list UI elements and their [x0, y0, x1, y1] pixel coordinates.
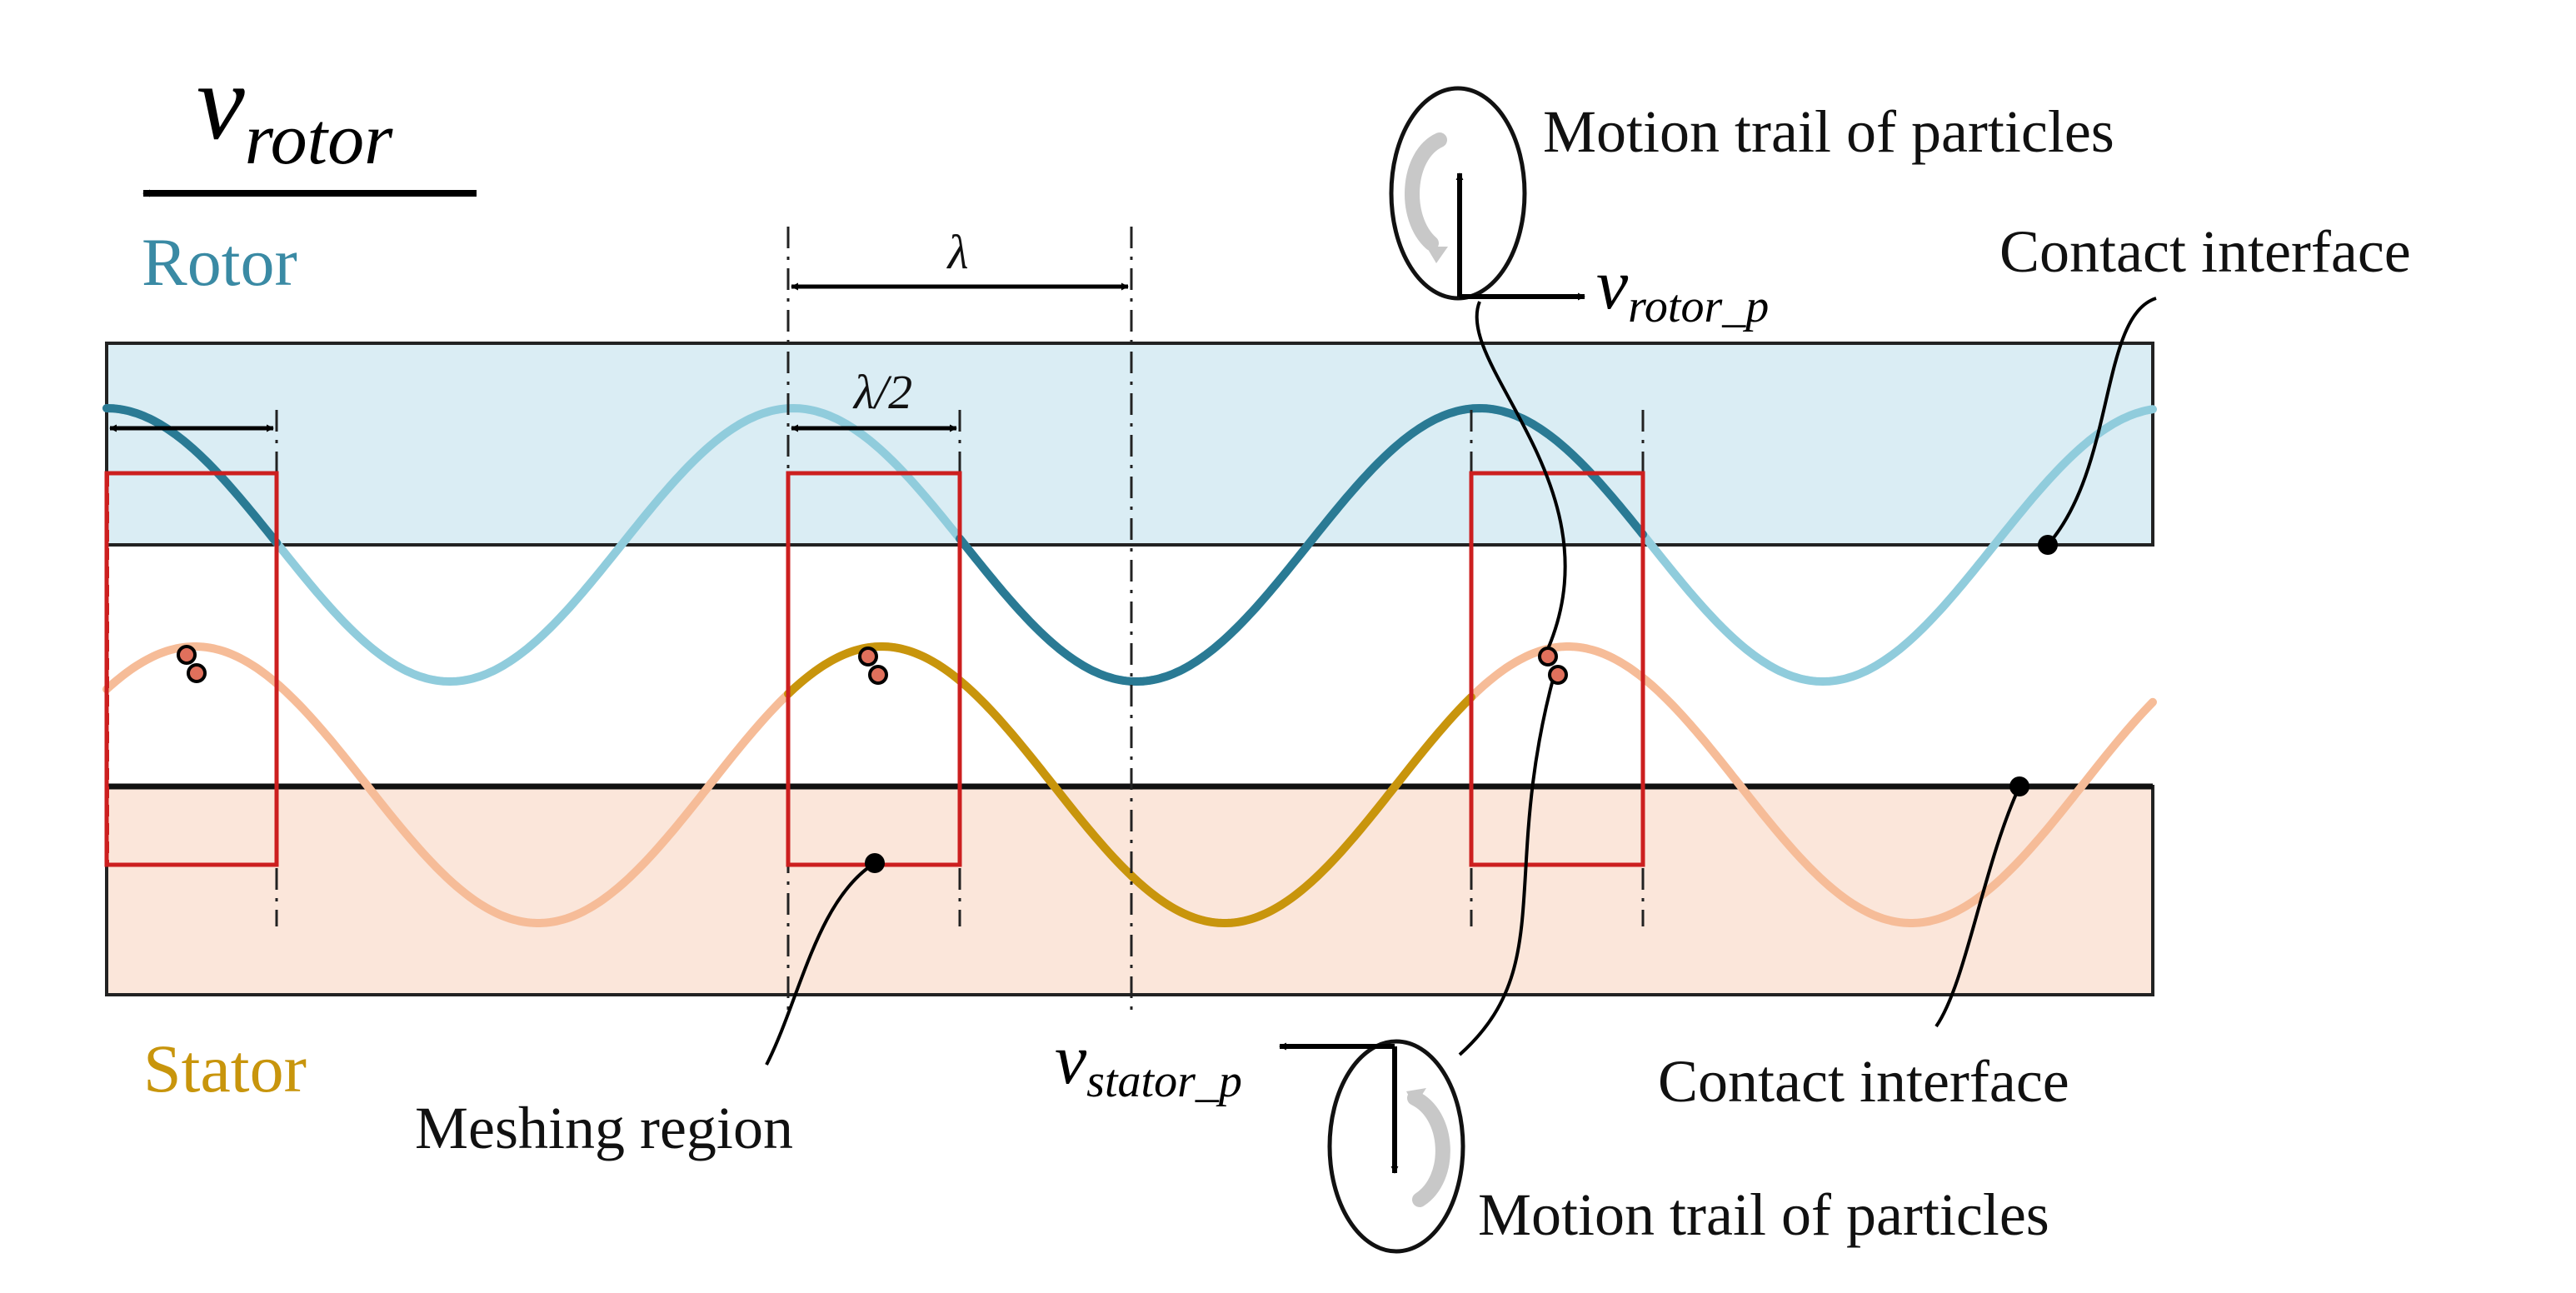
meshing-region-leader: [765, 861, 876, 1066]
contact-interface-bottom-dot: [2009, 776, 2029, 796]
rotor-wave-highlight-main: [956, 403, 1647, 686]
meshing-region-dot: [865, 853, 885, 873]
motion-trail-bottom: [1279, 1039, 1465, 1254]
contact-particle-3-1: [1538, 646, 1558, 666]
leader-curves: [1458, 301, 1567, 1056]
motion-trail-top: [1389, 86, 1585, 301]
waves: [102, 403, 2157, 928]
contact-particle-1-1: [177, 645, 197, 665]
contact-interface-top-label: Contact interface: [1999, 218, 2411, 285]
motion-trail-top-label: Motion trail of particles: [1543, 98, 2114, 165]
rotor-label: Rotor: [142, 224, 297, 300]
stator-band: [105, 785, 2154, 996]
dimension-arrows: [109, 282, 1129, 432]
rotor-velocity-label: vrotor: [197, 42, 393, 180]
stator-wave-highlight: [784, 642, 1475, 928]
meshing-region-label: Meshing region: [415, 1095, 793, 1161]
rotor-particle-velocity: vrotor_p: [1596, 244, 1769, 332]
contact-particle-1-2: [187, 663, 207, 683]
motion-trail-bottom-label: Motion trail of particles: [1478, 1181, 2049, 1248]
contact-particle-2-1: [858, 646, 878, 666]
stator-label: Stator: [143, 1031, 307, 1106]
wavelength-label: λ: [946, 225, 968, 279]
half-wavelength-label: λ/2: [852, 365, 912, 419]
contact-particle-2-2: [868, 665, 888, 685]
contact-particles: [177, 645, 1568, 685]
stator-particle-velocity: vstator_p: [1055, 1019, 1242, 1107]
contact-interface-bottom-label: Contact interface: [1658, 1048, 2069, 1115]
contact-interface-top-leader: [2046, 297, 2157, 547]
contact-interface-bottom-leader: [1934, 786, 2021, 1028]
rotor-wave-highlight-left: [102, 404, 281, 547]
contact-interface-top-dot: [2038, 535, 2058, 555]
rotor-band: [105, 342, 2154, 547]
meshing-box-right: [1469, 471, 1645, 867]
contact-particle-3-2: [1548, 665, 1568, 685]
